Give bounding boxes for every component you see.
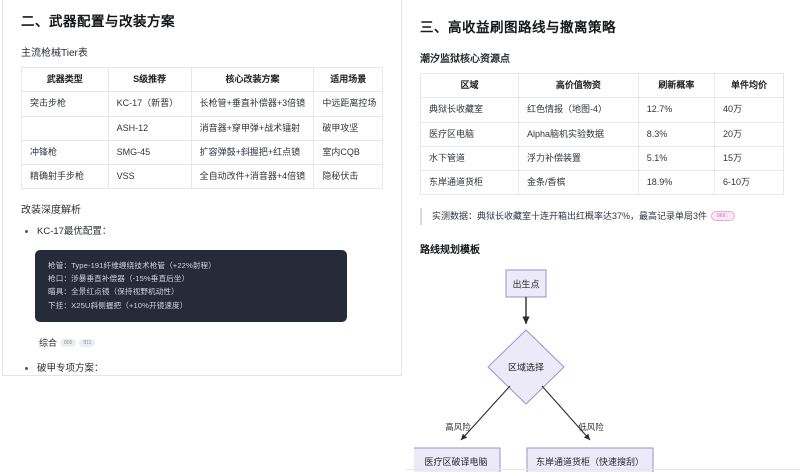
flow-node-medical[interactable]: 医疗区破译电脑: [414, 447, 501, 472]
list-item-armor-pen: 破甲专项方案： ASH-12搭载AP6.3弹药（护甲穿透率78%），配合破损听力…: [37, 361, 383, 375]
combined-label: 综合: [39, 337, 58, 348]
column-header: 区域: [420, 72, 519, 99]
flow-node-decision[interactable]: 区域选择: [487, 328, 565, 405]
mod-detail-caption: 改装深度解析: [21, 205, 81, 217]
table-row: 医疗区电脑 Alpha脑机实验数据 8.3% 20万: [420, 121, 784, 147]
cell-unit-price: 15万: [714, 145, 784, 172]
cell-spawn-rate: 18.9%: [637, 169, 716, 196]
cell-scenario: 中远距离控场: [313, 91, 383, 117]
page-title-routes: 三、高收益刷图路线与撤离策略: [420, 20, 616, 35]
table-row: 水下管道 浮力补偿装置 5.1% 15万: [420, 145, 784, 172]
flow-edge-label-high-risk: 高风险: [445, 422, 471, 432]
cell-zone: 水下管道: [420, 145, 519, 172]
cell-weapon-type: 精确射手步枪: [21, 163, 109, 190]
citation-badge-number: 966: [717, 213, 726, 220]
code-line: 枪管：Type-191纤维缠绕技术枪管（+22%射程）: [48, 261, 216, 271]
cell-unit-price: 6-10万: [714, 169, 784, 196]
cell-loot: 浮力补偿装置: [518, 145, 639, 172]
code-line: 下挂：X25U斜侧握把（+10%开镜速度）: [48, 300, 188, 310]
column-header: 刷新概率: [637, 72, 716, 99]
cell-unit-price: 20万: [714, 121, 784, 147]
cell-weapon-type: 突击步枪: [21, 91, 109, 117]
page-title-weapons: 二、武器配置与改装方案: [21, 14, 175, 29]
combined-rating-line: 综合 805 811: [39, 336, 383, 351]
flow-node-decision-label: 区域选择: [508, 361, 544, 372]
flow-node-start-label: 出生点: [512, 278, 539, 289]
cell-weapon-type: 冲锋枪: [21, 139, 109, 166]
table-row: 典狱长收藏室 红色情报（地图-4） 12.7% 40万: [420, 97, 784, 123]
resource-table-caption: 潮汐监狱核心资源点: [420, 54, 510, 65]
table-row: 精确射手步枪 VSS 全自动改件+消音器+4倍镜 隐秘伏击: [21, 163, 383, 190]
code-line: 瞄具：全景红点镜（保持视野机动性）: [48, 287, 179, 297]
cell-zone: 东岸通道货柜: [420, 169, 519, 196]
right-panel: 三、高收益刷图路线与撤离策略 潮汐监狱核心资源点 区域 高价值物资 刷新概率 单…: [406, 0, 800, 472]
flow-node-east-dock-label: 东岸通道货柜（快速搜刮）: [536, 456, 644, 467]
flow-chart-title: 路线规划模板: [420, 244, 480, 256]
column-header: 武器类型: [21, 66, 109, 93]
column-header: 高价值物资: [518, 72, 639, 99]
bullet-heading: KC-17最优配置：: [37, 226, 112, 238]
flow-edge-high-risk: [460, 385, 511, 441]
column-header: S级推荐: [107, 66, 192, 93]
citation-badge[interactable]: 805: [60, 339, 77, 348]
resource-table: 区域 高价值物资 刷新概率 单件均价 典狱长收藏室 红色情报（地图-4） 12.…: [420, 72, 784, 196]
code-line: 枪口：涉暴垂直补偿器（-15%垂直后坐）: [48, 274, 190, 284]
table-header-row: 武器类型 S级推荐 核心改装方案 适用场景: [21, 66, 383, 93]
cell-mod-plan: 长枪管+垂直补偿器+3倍镜: [190, 91, 315, 117]
cell-unit-price: 40万: [714, 97, 784, 123]
tier-table: 武器类型 S级推荐 核心改装方案 适用场景 突击步枪 KC-17（新晋） 长枪管…: [21, 66, 383, 190]
flow-node-east-dock[interactable]: 东岸通道货柜（快速搜刮）: [526, 447, 654, 472]
cell-mod-plan: 扩容弹鼓+斜握把+红点镜: [190, 139, 315, 166]
flow-edge-label-low-risk: 低风险: [578, 422, 604, 432]
cell-scenario: 室内CQB: [313, 139, 383, 166]
cell-spawn-rate: 5.1%: [637, 145, 716, 172]
cell-zone: 典狱长收藏室: [420, 97, 519, 123]
cell-spawn-rate: 8.3%: [637, 121, 716, 147]
cell-scenario: 破甲攻坚: [313, 115, 383, 141]
citation-badge[interactable]: 811: [79, 339, 96, 348]
cell-recommend: VSS: [107, 163, 192, 190]
cell-loot: Alpha脑机实验数据: [518, 121, 639, 147]
column-header: 单件均价: [714, 72, 784, 99]
badge-separator: |: [726, 213, 728, 220]
table-row: ASH-12 消音器+穿甲弹+战术镭射 破甲攻坚: [21, 115, 383, 141]
left-panel: 二、武器配置与改装方案 主流枪械Tier表 武器类型 S级推荐 核心改装方案 适…: [0, 0, 406, 472]
cell-spawn-rate: 12.7%: [637, 97, 716, 123]
citation-badge-pink[interactable]: 966|: [711, 211, 735, 222]
cell-scenario: 隐秘伏击: [313, 163, 383, 190]
measured-data-callout: 实测数据：典狱长收藏室十连开箱出红概率达37%，最高记录单局3件 966|: [420, 208, 784, 225]
loadout-code-block: 枪管：Type-191纤维缠绕技术枪管（+22%射程） 枪口：涉暴垂直补偿器（-…: [35, 250, 347, 322]
flowchart-svg: 出生点 区域选择 高风险 低风险 医疗区破译电脑: [414, 269, 654, 472]
table-row: 冲锋枪 SMG-45 扩容弹鼓+斜握把+红点镜 室内CQB: [21, 139, 383, 166]
cell-recommend: ASH-12: [107, 115, 192, 141]
table-header-row: 区域 高价值物资 刷新概率 单件均价: [420, 72, 784, 99]
cell-recommend: KC-17（新晋）: [107, 91, 192, 117]
cell-mod-plan: 全自动改件+消音器+4倍镜: [190, 163, 315, 190]
bullet-heading: 破甲专项方案：: [37, 362, 104, 374]
cell-weapon-type: [21, 115, 109, 141]
cell-mod-plan: 消音器+穿甲弹+战术镭射: [190, 115, 315, 141]
route-flowchart: 出生点 区域选择 高风险 低风险 医疗区破译电脑: [414, 262, 794, 472]
cell-recommend: SMG-45: [107, 139, 192, 166]
cell-loot: 金条/香槟: [518, 169, 639, 196]
list-item-kc17: KC-17最优配置： 枪管：Type-191纤维缠绕技术枪管（+22%射程） 枪…: [35, 224, 383, 351]
flow-edge-low-risk: [541, 385, 591, 441]
tier-table-caption: 主流枪械Tier表: [21, 48, 88, 59]
mod-detail-list: KC-17最优配置： 枪管：Type-191纤维缠绕技术枪管（+22%射程） 枪…: [21, 224, 383, 375]
callout-text: 实测数据：典狱长收藏室十连开箱出红概率达37%，最高记录单局3件: [432, 211, 708, 222]
table-row: 东岸通道货柜 金条/香槟 18.9% 6-10万: [420, 169, 784, 196]
cell-zone: 医疗区电脑: [420, 121, 519, 147]
bottom-divider: [406, 469, 800, 470]
cell-loot: 红色情报（地图-4）: [518, 97, 639, 123]
flow-node-medical-label: 医疗区破译电脑: [424, 456, 487, 467]
flow-node-start[interactable]: 出生点: [505, 269, 547, 298]
weapon-section-card: 二、武器配置与改装方案 主流枪械Tier表 武器类型 S级推荐 核心改装方案 适…: [2, 0, 402, 376]
column-header: 适用场景: [313, 66, 383, 93]
column-header: 核心改装方案: [190, 66, 315, 93]
table-row: 突击步枪 KC-17（新晋） 长枪管+垂直补偿器+3倍镜 中远距离控场: [21, 91, 383, 117]
